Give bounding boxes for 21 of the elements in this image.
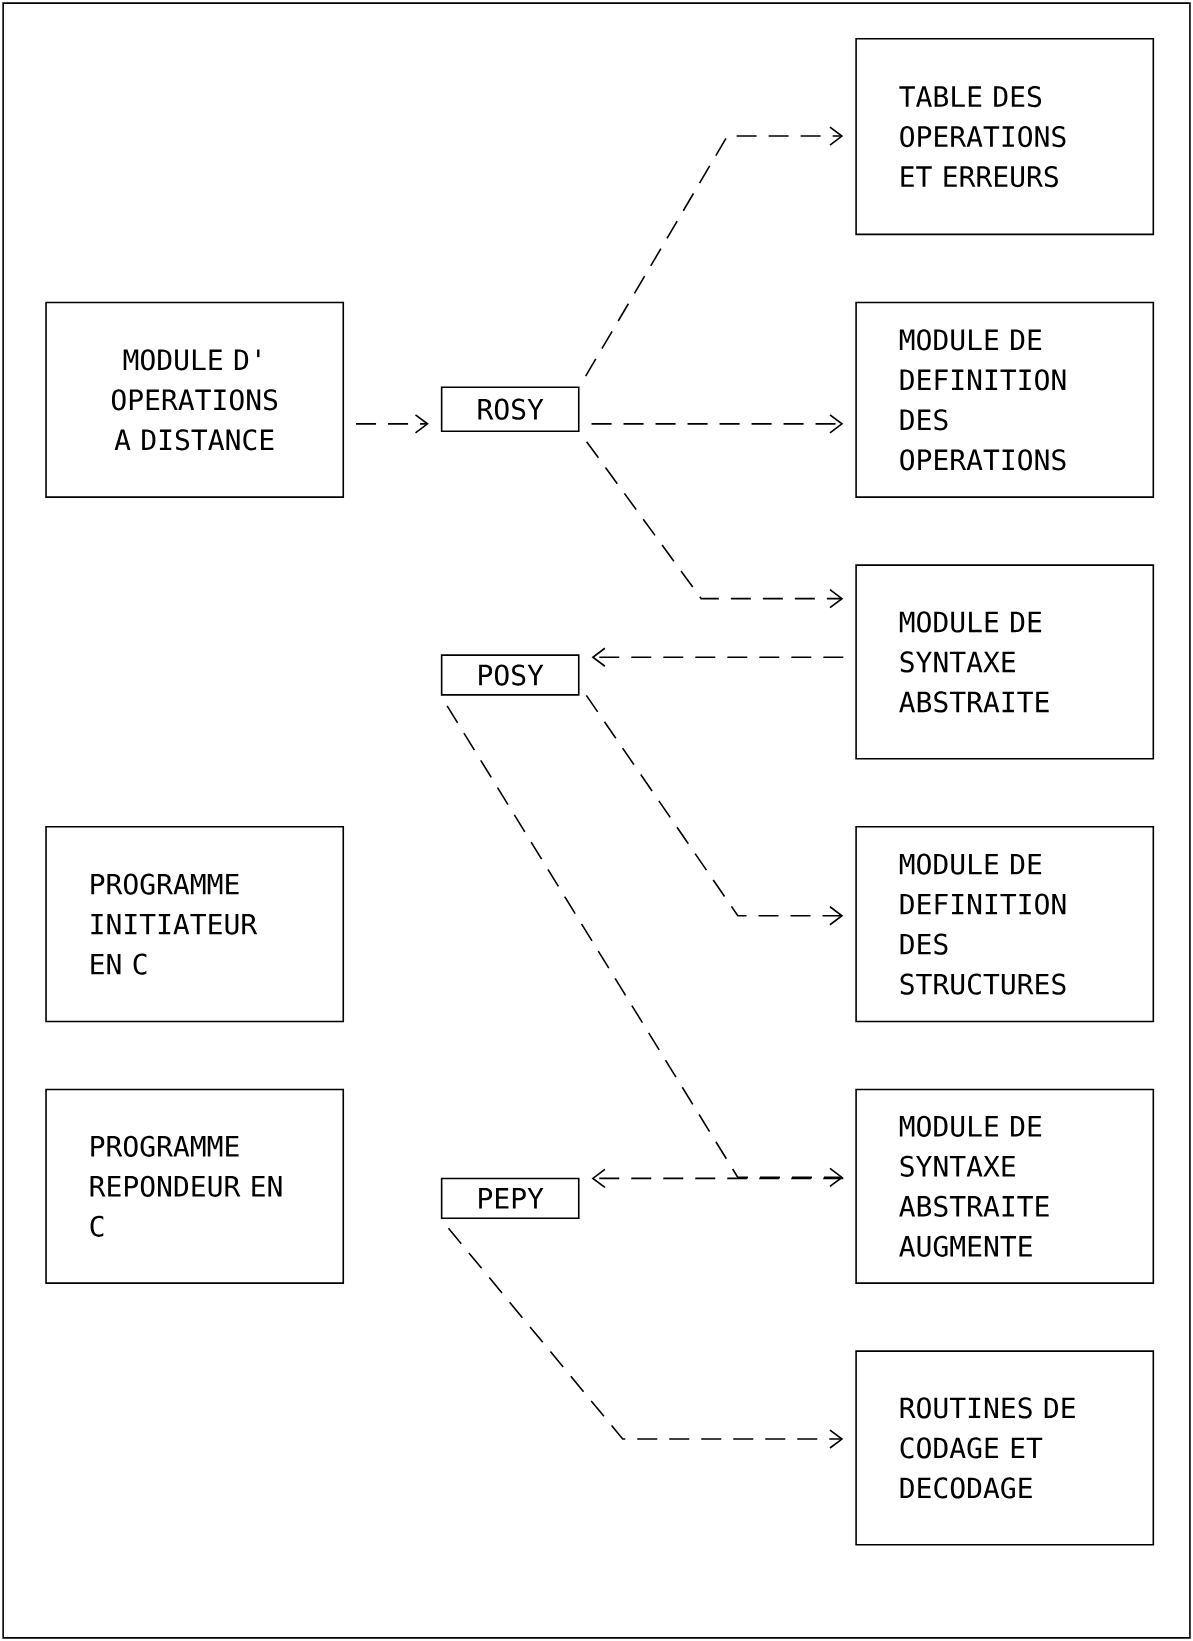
- label-box: ROSY: [440, 386, 580, 432]
- module-box: PROGRAMME INITIATEUR EN C: [45, 826, 345, 1023]
- dashed-arrow: [585, 440, 844, 609]
- label-box: PEPY: [440, 1177, 580, 1219]
- dashed-arrow: [591, 647, 845, 668]
- dashed-arrow: [584, 126, 844, 377]
- dashed-arrow: [590, 414, 844, 434]
- module-box: TABLE DES OPERATIONS ET ERREURS: [855, 37, 1155, 236]
- module-box: MODULE D' OPERATIONS A DISTANCE: [45, 301, 345, 498]
- module-box: MODULE DE SYNTAXE ABSTRAITE: [855, 564, 1155, 760]
- dashed-arrow: [446, 705, 844, 1188]
- dashed-arrow: [591, 1168, 845, 1189]
- dashed-arrow: [585, 694, 844, 926]
- module-box: MODULE DE SYNTAXE ABSTRAITE AUGMENTE: [855, 1088, 1155, 1284]
- module-box: MODULE DE DEFINITION DES OPERATIONS: [855, 301, 1155, 498]
- module-box: PROGRAMME REPONDEUR EN C: [45, 1088, 345, 1284]
- label-box: POSY: [440, 654, 580, 696]
- dashed-arrow: [447, 1227, 844, 1449]
- module-box: ROUTINES DE CODAGE ET DECODAGE: [855, 1350, 1155, 1546]
- dashed-arrow: [355, 414, 429, 434]
- module-box: MODULE DE DEFINITION DES STRUCTURES: [855, 826, 1155, 1023]
